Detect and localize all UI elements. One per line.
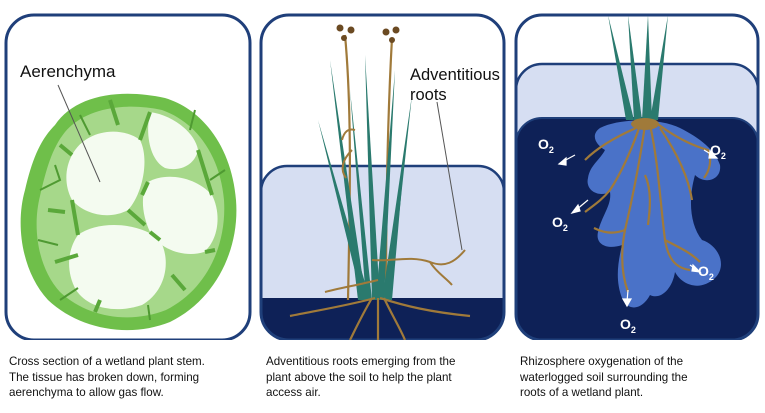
caption-line: The tissue has broken down, forming — [9, 370, 200, 384]
caption-line: waterlogged soil surrounding the — [520, 370, 688, 384]
caption-rhizosphere-oxygenation: Rhizosphere oxygenation of the waterlogg… — [520, 354, 688, 401]
caption-line: plant above the soil to help the plant — [266, 370, 452, 384]
o2-label: O2 — [620, 316, 636, 335]
caption-line: roots of a wetland plant. — [520, 386, 644, 399]
panel-frame — [514, 13, 760, 340]
caption-stem-cross-section: Cross section of a wetland plant stem. T… — [9, 354, 205, 401]
soil-layer — [261, 298, 504, 340]
plant-stalks — [343, 34, 394, 301]
panel-rhizosphere-oxygenation: O2 O2 O2 O2 O2 — [514, 13, 760, 340]
o2-label: O2 — [710, 142, 726, 161]
o2-label: O2 — [698, 263, 714, 282]
leaves — [318, 55, 412, 300]
stem-cross-section — [20, 93, 237, 331]
caption-line: Adventitious roots emerging from the — [266, 355, 456, 368]
adventitious-roots-pointer-line — [436, 101, 463, 251]
panel-adventitious-roots: Adventitious roots — [259, 13, 506, 340]
figure-artwork: Aerenchyma — [4, 13, 760, 340]
adventitious-roots-label: Adventitious roots — [410, 66, 504, 104]
aerenchyma-cell — [148, 112, 198, 170]
panel-frame — [259, 13, 506, 340]
caption-line: Cross section of a wetland plant stem. — [9, 355, 205, 368]
adventitious-roots — [324, 128, 466, 293]
leaves — [608, 15, 668, 120]
oxygenated-rhizosphere-zone — [587, 120, 721, 308]
aerenchyma-label: Aerenchyma — [20, 62, 116, 81]
caption-line: aerenchyma to allow gas flow. — [9, 386, 164, 399]
aerenchyma-cell — [66, 131, 145, 216]
oxygen-labels: O2 O2 O2 O2 O2 — [538, 136, 726, 335]
tissue-cell-walls — [47, 99, 216, 313]
seed-heads — [336, 24, 400, 43]
soil-roots — [289, 296, 471, 340]
o2-label: O2 — [538, 136, 554, 155]
panel-stem-cross-section: Aerenchyma — [4, 13, 252, 340]
root-crown — [631, 118, 659, 130]
aerenchyma-cell — [142, 176, 218, 254]
caption-line: Rhizosphere oxygenation of the — [520, 355, 684, 368]
caption-line: access air. — [266, 386, 321, 399]
plant-roots — [584, 121, 712, 293]
oxygen-arrows — [557, 149, 719, 308]
caption-adventitious-roots: Adventitious roots emerging from the pla… — [266, 354, 455, 401]
aerenchyma-pointer-line — [57, 84, 101, 183]
o2-label: O2 — [552, 214, 568, 233]
aerenchyma-cell — [69, 224, 166, 310]
tissue-cell-walls-fine — [37, 109, 226, 321]
